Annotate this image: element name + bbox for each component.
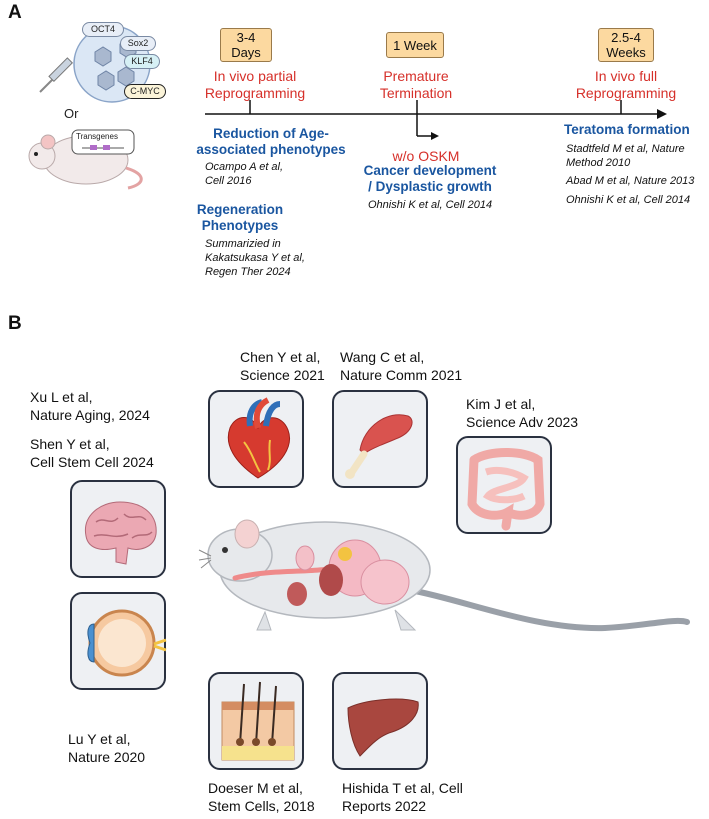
skin-panel xyxy=(208,672,304,770)
oct4-label: OCT4 xyxy=(82,22,124,37)
ref-muscle: Wang C et al, Nature Comm 2021 xyxy=(340,349,463,383)
heart-panel xyxy=(208,390,304,488)
mouse-illustration xyxy=(198,519,690,632)
timepoint-box-2: 1 Week xyxy=(386,32,444,58)
timepoint-box-3: 2.5-4 Weeks xyxy=(598,28,654,62)
cmyc-label: C-MYC xyxy=(124,84,166,99)
event-full-reprogramming: In vivo full Reprogramming xyxy=(575,68,677,101)
ref-abad: Abad M et al, Nature 2013 xyxy=(566,175,695,187)
intestine-panel xyxy=(456,436,552,534)
ref-eye: Lu Y et al, Nature 2020 xyxy=(68,731,146,765)
ref-stadtfeld: Stadtfeld M et al, Nature Method 2010 xyxy=(566,143,685,169)
panel-a-label: A xyxy=(8,2,22,23)
heading-age-phenotypes: Reduction of Age- associated phenotypes xyxy=(196,126,346,157)
or-text: Or xyxy=(64,106,79,121)
heading-regeneration: Regeneration Phenotypes xyxy=(196,202,284,233)
muscle-panel xyxy=(332,390,428,488)
transgenic-mouse-icon xyxy=(28,129,143,190)
brain-icon xyxy=(84,501,157,565)
ref-ohnishi-cancer: Ohnishi K et al, Cell 2014 xyxy=(368,199,493,211)
ref-brain-bottom: Shen Y et al, Cell Stem Cell 2024 xyxy=(30,436,154,470)
eye-icon xyxy=(87,609,167,677)
panel-b-label: B xyxy=(8,313,22,334)
event-partial-reprogramming: In vivo partial Reprogramming xyxy=(204,68,306,101)
timeline-arrow xyxy=(205,100,667,140)
brain-panel xyxy=(70,480,166,578)
liver-panel xyxy=(332,672,428,770)
ref-brain-top: Xu L et al, Nature Aging, 2024 xyxy=(30,389,150,423)
ref-skin: Doeser M et al, Stem Cells, 2018 xyxy=(208,780,315,814)
transgenes-label: Transgenes xyxy=(76,132,118,141)
wo-oskm-text: w/o OSKM xyxy=(392,148,460,164)
klf4-label: KLF4 xyxy=(124,54,160,69)
skin-icon xyxy=(221,681,295,761)
sox2-label: Sox2 xyxy=(120,36,156,51)
ref-kakatsukasa: Summarizied in Kakatsukasa Y et al, Rege… xyxy=(205,238,305,278)
timepoint-box-1: 3-4 Days xyxy=(220,28,272,62)
ref-liver: Hishida T et al, Cell Reports 2022 xyxy=(342,780,463,814)
heart-icon xyxy=(227,397,290,479)
ref-heart: Chen Y et al, Science 2021 xyxy=(240,349,325,383)
heading-cancer-development: Cancer development / Dysplastic growth xyxy=(363,163,497,194)
liver-icon xyxy=(347,698,419,757)
ref-intestine: Kim J et al, Science Adv 2023 xyxy=(466,396,579,430)
intestine-icon xyxy=(467,448,545,531)
eye-panel xyxy=(70,592,167,690)
ref-ohnishi-teratoma: Ohnishi K et al, Cell 2014 xyxy=(566,194,691,206)
muscle-icon xyxy=(345,414,413,479)
heading-teratoma: Teratoma formation xyxy=(564,122,690,137)
event-premature-termination: Premature Termination xyxy=(379,68,453,101)
ref-ocampo: Ocampo A et al, Cell 2016 xyxy=(205,161,284,187)
